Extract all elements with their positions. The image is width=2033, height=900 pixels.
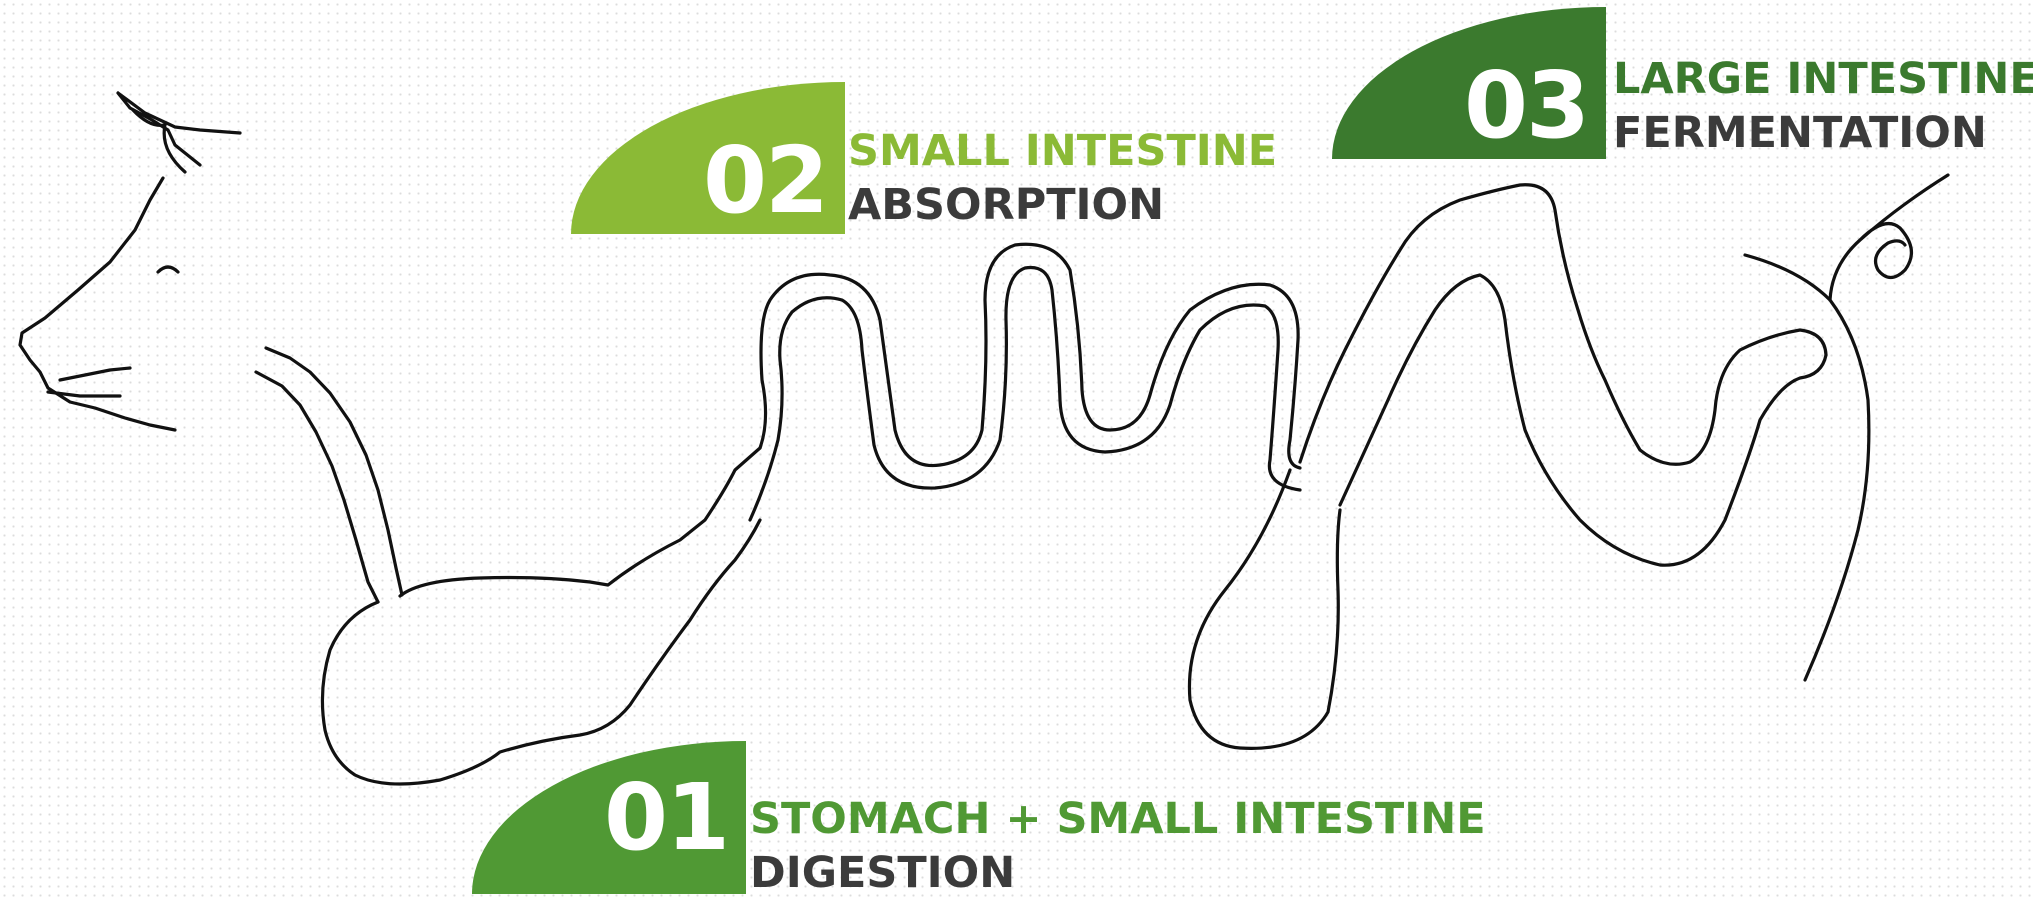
cecum-outline: [1189, 470, 1340, 748]
step-01-subtitle: DIGESTION: [750, 846, 1486, 900]
step-02-subtitle: ABSORPTION: [848, 178, 1277, 232]
step-01-title: STOMACH + SMALL INTESTINE: [750, 792, 1486, 846]
step-02-title: SMALL INTESTINE: [848, 124, 1277, 178]
step-01-labels: STOMACH + SMALL INTESTINE DIGESTION: [750, 792, 1486, 900]
step-01-badge: 01: [472, 741, 746, 894]
step-01-number: 01: [472, 741, 728, 894]
step-03-labels: LARGE INTESTINE FERMENTATION: [1613, 52, 2033, 160]
pig-tail-curl: [1830, 175, 1948, 300]
step-03-subtitle: FERMENTATION: [1613, 106, 2033, 160]
pig-ear-outline: [118, 93, 240, 165]
step-02-number: 02: [571, 82, 827, 280]
pig-mouth-outline: [48, 368, 130, 396]
pig-eye-outline: [158, 267, 178, 272]
small-intestine-outer: [760, 244, 1300, 468]
pig-back-outline: [1745, 255, 1869, 680]
step-02-badge: 02: [571, 82, 845, 234]
small-intestine-inner: [750, 267, 1300, 520]
large-intestine-inner: [1340, 275, 1826, 565]
step-03-title: LARGE INTESTINE: [1613, 52, 2033, 106]
stomach-outline: [400, 448, 760, 596]
esophagus-inner: [256, 372, 378, 602]
pig-head-outline: [20, 178, 175, 430]
step-02-labels: SMALL INTESTINE ABSORPTION: [848, 124, 1277, 232]
step-03-badge: 03: [1332, 7, 1606, 159]
step-03-number: 03: [1332, 7, 1588, 205]
